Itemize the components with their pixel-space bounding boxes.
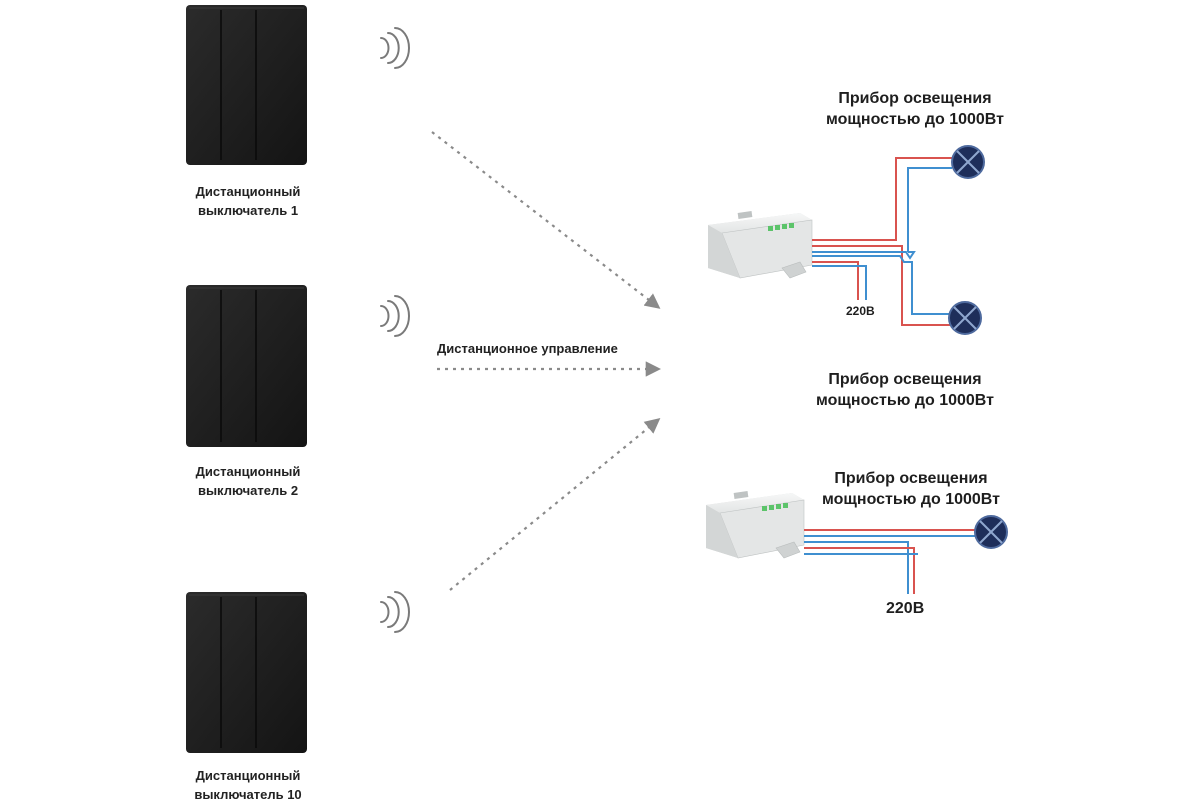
light-2-label-line1: Прибор освещения — [828, 371, 982, 388]
voltage-label-2: 220В — [886, 600, 925, 617]
light-3-label: Прибор освещения мощностью до 1000Вт — [786, 468, 1036, 510]
remote-switch-1 — [186, 5, 307, 165]
remote-switch-2 — [186, 285, 307, 447]
signal-arrows — [431, 131, 662, 591]
light-3-label-line2: мощностью до 1000Вт — [822, 491, 1000, 508]
wiring-relay-2 — [804, 529, 978, 594]
switch-1-label-line1: Дистанционный — [195, 184, 301, 199]
switch-2-label-line1: Дистанционный — [195, 464, 301, 479]
voltage-label-1: 220В — [846, 304, 875, 318]
light-2-label-line2: мощностью до 1000Вт — [816, 392, 994, 409]
light-1-label-line2: мощностью до 1000Вт — [826, 111, 1004, 128]
relay-module-2 — [706, 491, 805, 559]
switch-1-label-line2: выключатель 1 — [197, 203, 299, 218]
light-3-label-line1: Прибор освещения — [834, 470, 988, 487]
remote-control-label: Дистанционное управление — [437, 341, 618, 356]
remote-switch-10 — [186, 592, 307, 753]
light-1-label: Прибор освещения мощностью до 1000Вт — [790, 88, 1040, 130]
wiring-relay-1 — [812, 157, 952, 326]
lamp-icon — [948, 301, 982, 335]
light-2-label: Прибор освещения мощностью до 1000Вт — [780, 369, 1030, 411]
relay-module-1 — [708, 211, 813, 279]
lamp-icon — [974, 515, 1008, 549]
switch-2-label-line2: выключатель 2 — [197, 483, 299, 498]
lamp-icon — [951, 145, 985, 179]
wireless-signal-icon — [380, 295, 410, 337]
wireless-signal-icon — [380, 591, 410, 633]
wireless-signal-icon — [380, 27, 410, 69]
switch-10-label-line1: Дистанционный — [195, 768, 301, 783]
arrow-switch-10 — [449, 418, 661, 591]
light-1-label-line1: Прибор освещения — [838, 90, 992, 107]
switch-10-label-line2: выключатель 10 — [194, 787, 302, 802]
switch-10-label: Дистанционный выключатель 10 — [178, 766, 318, 804]
arrow-switch-1 — [431, 131, 661, 309]
switch-1-label: Дистанционный выключатель 1 — [178, 182, 318, 220]
switch-2-label: Дистанционный выключатель 2 — [178, 462, 318, 500]
